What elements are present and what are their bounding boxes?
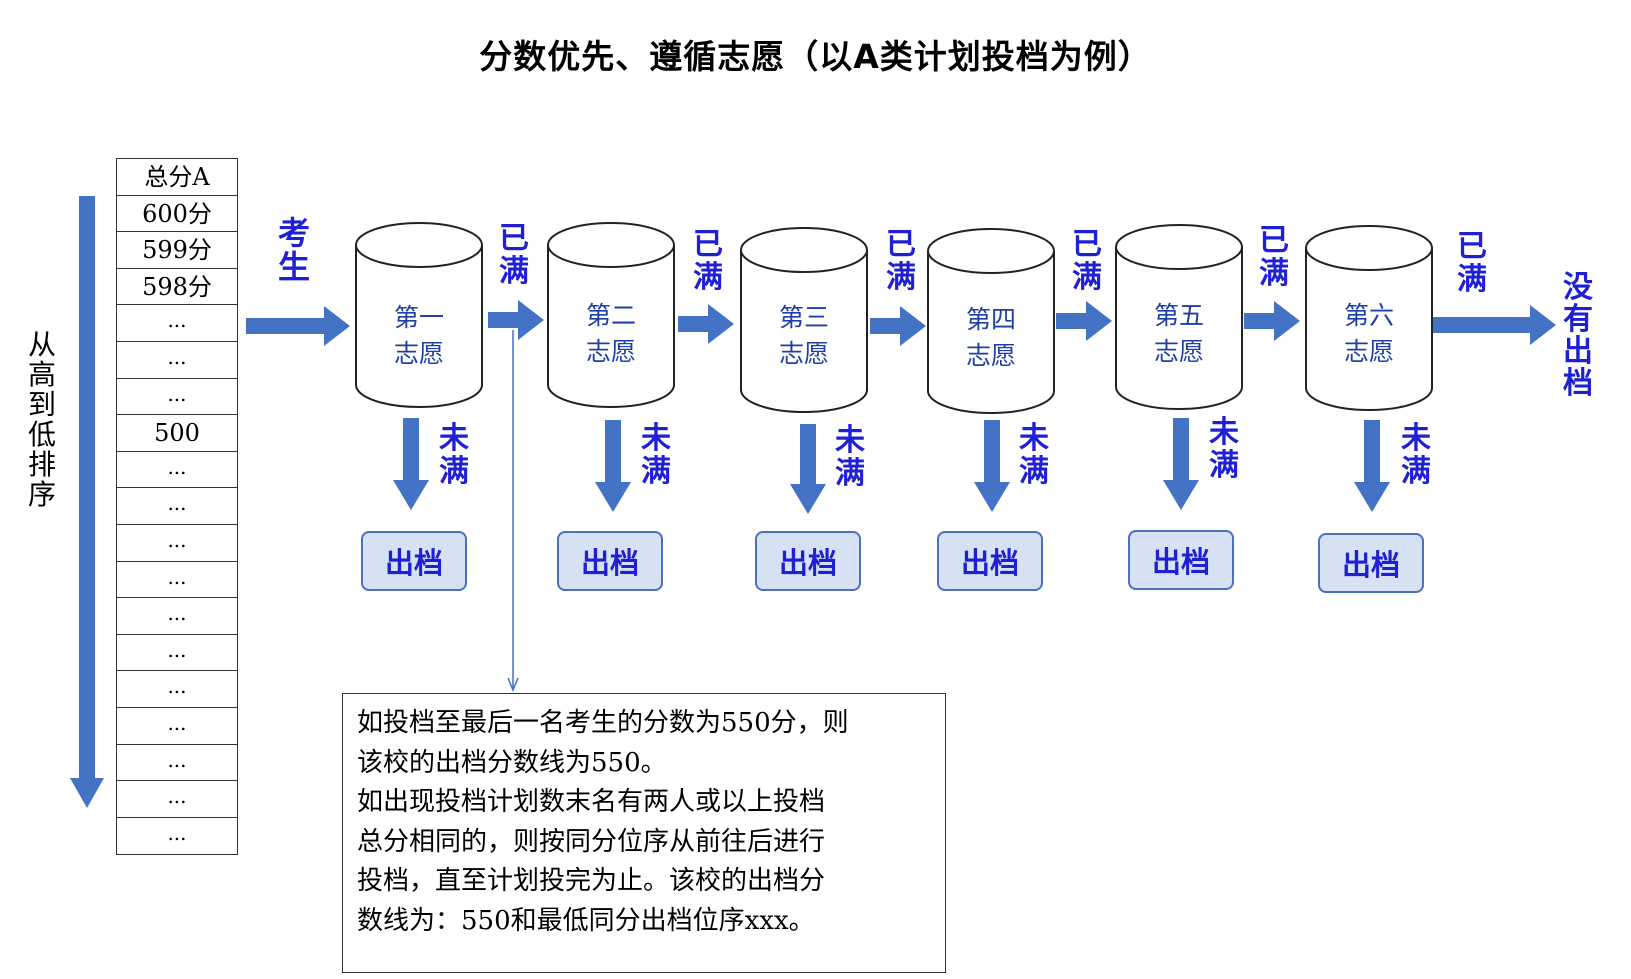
full-arrow-1 — [488, 300, 544, 340]
out-box-2: 出档 — [557, 531, 663, 591]
out-box-6: 出档 — [1318, 533, 1424, 593]
full-arrow-2 — [678, 304, 734, 344]
score-cell: ... — [117, 671, 237, 708]
full-label-3: 已满 — [886, 227, 916, 295]
out-box-3: 出档 — [755, 531, 861, 591]
down-arrow-5 — [1163, 418, 1199, 510]
full-label-2: 已满 — [693, 227, 723, 295]
score-cell: ... — [117, 525, 237, 562]
score-cell: 598分 — [117, 269, 237, 306]
score-cell: ... — [167, 820, 187, 845]
choice-5-label: 第五志愿 — [1153, 301, 1204, 366]
score-cell: ... — [117, 379, 237, 416]
sort-down-arrow — [70, 196, 104, 808]
cylinder-6 — [1305, 225, 1433, 411]
score-cell: ... — [117, 708, 237, 745]
note-line: 数线为：550和最低同分出档位序xxx。 — [357, 905, 815, 936]
cylinder-5 — [1115, 224, 1243, 410]
down-arrow-1 — [393, 418, 429, 510]
full-arrow-4 — [1056, 301, 1112, 341]
note-line: 如投档至最后一名考生的分数为550分，则 — [357, 708, 849, 738]
down-arrow-6 — [1354, 420, 1390, 512]
score-cell: 500 — [117, 415, 237, 452]
score-cell: ... — [117, 342, 237, 379]
full-arrow-5 — [1244, 301, 1300, 341]
down-arrow-2 — [595, 420, 631, 512]
cylinder-4 — [927, 228, 1055, 414]
score-cell: 600分 — [117, 196, 237, 233]
candidate-arrow — [246, 306, 350, 346]
note-line: 投档，直至计划投完为止。该校的出档分 — [357, 866, 826, 896]
note-connector — [507, 330, 519, 692]
out-box-5: 出档 — [1128, 530, 1234, 590]
score-cell: ... — [117, 635, 237, 672]
not-full-label-3: 未满 — [835, 423, 865, 491]
choice-6-label: 第六志愿 — [1343, 301, 1394, 366]
out-box-1: 出档 — [361, 531, 467, 591]
cylinder-1 — [355, 222, 483, 408]
full-label-1: 已满 — [499, 221, 529, 289]
full-arrow-6 — [1432, 305, 1556, 345]
score-header: 总分A — [117, 159, 237, 196]
full-arrow-3 — [870, 306, 926, 346]
choice-2-label: 第二志愿 — [585, 301, 636, 366]
note-line: 总分相同的，则按同分位序从前往后进行 — [357, 826, 826, 857]
not-full-label-2: 未满 — [641, 421, 671, 489]
down-arrow-4 — [974, 420, 1010, 512]
not-full-label-1: 未满 — [439, 421, 469, 489]
score-cell: ... — [117, 452, 237, 489]
score-cell: ... — [117, 781, 237, 818]
score-cell: ... — [117, 305, 237, 342]
score-cell: ... — [117, 562, 237, 599]
full-label-5: 已满 — [1259, 223, 1289, 291]
down-arrow-3 — [790, 424, 826, 514]
not-full-label-5: 未满 — [1209, 415, 1239, 483]
choice-1-label: 第一志愿 — [393, 303, 444, 368]
note-box: 如投档至最后一名考生的分数为550分，则 该校的出档分数线为550。 如出现投档… — [342, 693, 946, 973]
score-table: 总分A 600分 599分 598分 ... ... ... 500 ... .… — [116, 158, 238, 856]
not-full-label-4: 未满 — [1019, 421, 1049, 489]
choice-3-label: 第三志愿 — [778, 303, 829, 368]
no-out-label: 没 有 出 档 — [1563, 270, 1593, 401]
score-cell: ... — [117, 488, 237, 525]
score-cell: ... — [117, 745, 237, 782]
page-title: 分数优先、遵循志愿（以A类计划投档为例） — [479, 37, 1152, 76]
candidate-label: 考 生 — [277, 214, 310, 286]
choice-4-label: 第四志愿 — [965, 305, 1016, 370]
cylinder-2 — [547, 222, 675, 408]
note-line: 如出现投档计划数末名有两人或以上投档 — [357, 787, 826, 817]
out-box-4: 出档 — [937, 531, 1043, 591]
note-line: 该校的出档分数线为550。 — [357, 747, 667, 778]
not-full-label-6: 未满 — [1401, 421, 1431, 489]
full-label-4: 已满 — [1072, 227, 1102, 295]
full-label-6: 已满 — [1457, 229, 1487, 297]
sort-direction-label: 从 高 到 低 排 序 — [27, 328, 56, 511]
cylinder-3 — [740, 227, 868, 413]
score-cell: ... — [117, 598, 237, 635]
score-cell: 599分 — [117, 232, 237, 269]
